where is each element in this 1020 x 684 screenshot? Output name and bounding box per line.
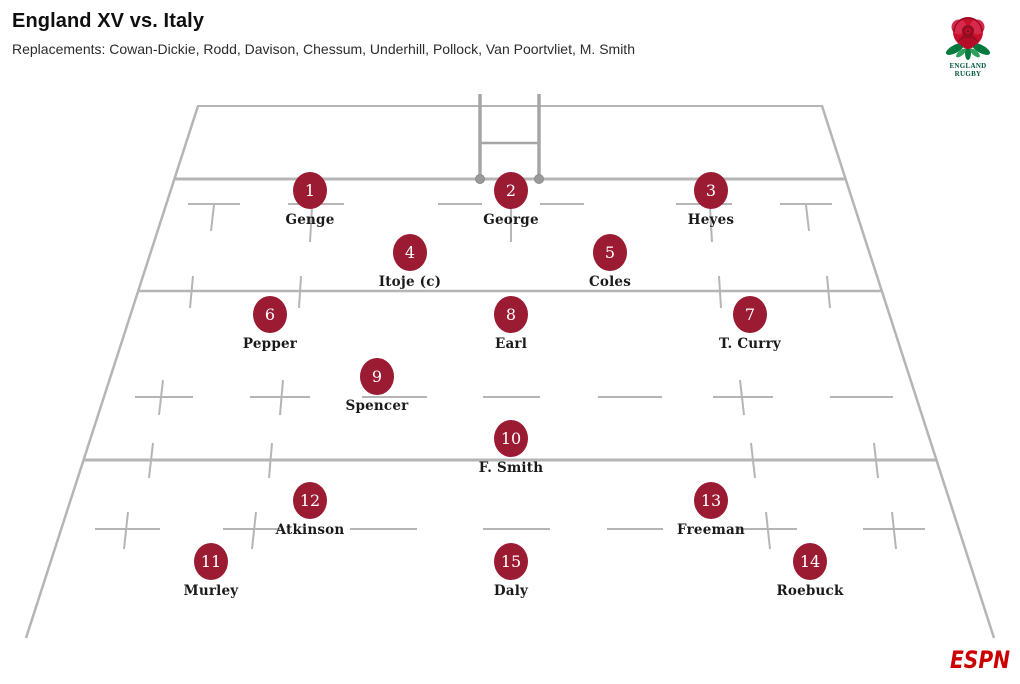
- espn-logo: ESPN: [950, 646, 1010, 674]
- england-rugby-wordmark-line2: RUGBY: [955, 70, 982, 78]
- rose-leaves: [945, 43, 991, 60]
- england-rugby-wordmark-line1: ENGLAND: [949, 62, 986, 70]
- 10m-dash-row-lower: [95, 511, 925, 550]
- left-sideline: [24, 105, 200, 639]
- 22m-ticks: [189, 275, 831, 309]
- page-title: England XV vs. Italy: [12, 10, 205, 32]
- replacements-text: Replacements: Cowan-Dickie, Rodd, Daviso…: [12, 41, 635, 57]
- espn-wordmark: ESPN: [950, 646, 1010, 674]
- halfway-ticks: [148, 442, 879, 479]
- goal-posts: [475, 94, 544, 184]
- 10m-dash-row-upper: [135, 379, 893, 416]
- england-rugby-rose-icon: ENGLAND RUGBY: [945, 17, 991, 78]
- 5m-dash-row: [188, 203, 832, 243]
- rose-petals: [951, 17, 985, 49]
- right-sideline: [820, 105, 996, 639]
